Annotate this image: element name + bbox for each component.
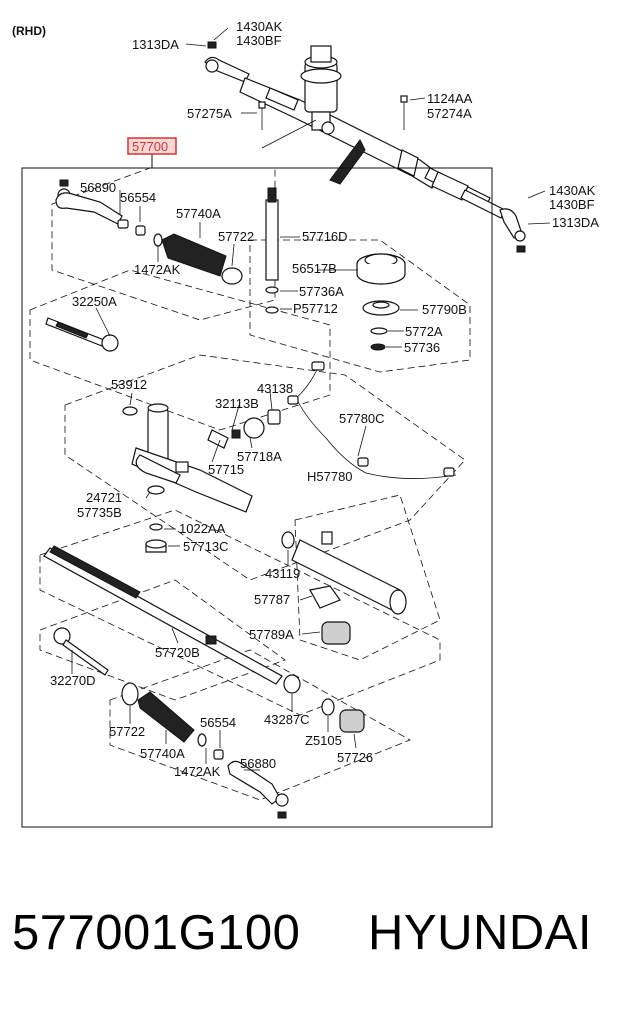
label-1472AK-top: 1472AK (134, 262, 181, 277)
label-57736A: 57736A (299, 284, 344, 299)
steering-gear-exploded-diagram: (RHD) 1430AK 1430BF 1313DA 57275A 1124AA… (12, 19, 599, 828)
label-56890: 56890 (80, 180, 116, 195)
label-57720B: 57720B (155, 645, 200, 660)
label-Z5105: Z5105 (305, 733, 342, 748)
boot-upper (153, 233, 243, 285)
label-1430AK-right: 1430AK (549, 183, 596, 198)
cylinder-tube (281, 531, 407, 645)
label-57736: 57736 (404, 340, 440, 355)
label-1313DA-right: 1313DA (552, 215, 599, 230)
label-57789A: 57789A (249, 627, 294, 642)
label-P57712: P57712 (293, 301, 338, 316)
label-32270D: 32270D (50, 673, 96, 688)
leader-lines (71, 190, 418, 771)
inner-tie-rod-upper (45, 317, 119, 352)
pinion-shaft (265, 187, 279, 314)
label-1430BF-right: 1430BF (549, 197, 595, 212)
rack-bar (43, 545, 301, 694)
label-57740A-bottom: 57740A (140, 746, 185, 761)
label-5772A: 5772A (405, 324, 443, 339)
label-56554-bottom: 56554 (200, 715, 236, 730)
label-56880: 56880 (240, 756, 276, 771)
label-57726: 57726 (337, 750, 373, 765)
label-1430BF-top: 1430BF (236, 33, 282, 48)
label-57275A: 57275A (187, 106, 232, 121)
label-57713C: 57713C (183, 539, 229, 554)
variant-label: (RHD) (12, 24, 46, 38)
gear-housing (122, 403, 281, 513)
label-1430AK-top: 1430AK (236, 19, 283, 34)
label-1472AK-bottom: 1472AK (174, 764, 221, 779)
label-57700[interactable]: 57700 (132, 139, 168, 154)
label-57716D: 57716D (302, 229, 348, 244)
label-57735B: 57735B (77, 505, 122, 520)
inner-tie-rod-lower (53, 627, 109, 676)
tie-rod-end-lower (227, 760, 289, 819)
label-32250A: 32250A (72, 294, 117, 309)
label-57790B: 57790B (422, 302, 467, 317)
label-43138: 43138 (257, 381, 293, 396)
tie-rod-end-upper (55, 179, 146, 236)
highlighted-part-box[interactable]: 57700 (127, 137, 177, 155)
brand-caption: HYUNDAI (368, 906, 593, 960)
boot-lower (121, 682, 224, 760)
label-43287C: 43287C (264, 712, 310, 727)
label-1022AA: 1022AA (179, 521, 226, 536)
label-1313DA-top: 1313DA (132, 37, 179, 52)
label-57715: 57715 (208, 462, 244, 477)
label-57780C: 57780C (339, 411, 385, 426)
label-57740A-top: 57740A (176, 206, 221, 221)
installed-assembly (185, 27, 551, 253)
label-57722-bottom: 57722 (109, 724, 145, 739)
label-43119: 43119 (265, 566, 300, 581)
hydraulic-line (287, 361, 457, 479)
label-56517B: 56517B (292, 261, 337, 276)
label-1124AA: 1124AA (427, 91, 473, 106)
bearing-set (356, 253, 406, 351)
label-24721: 24721 (86, 490, 122, 505)
label-56554-top: 56554 (120, 190, 156, 205)
label-32113B: 32113B (215, 396, 259, 411)
label-57722-top: 57722 (218, 229, 254, 244)
label-53912: 53912 (111, 377, 147, 392)
label-57718A: 57718A (237, 449, 282, 464)
part-number-caption: 577001G100 (12, 906, 301, 960)
label-H57780: H57780 (307, 469, 353, 484)
label-57274A: 57274A (427, 106, 472, 121)
label-57787: 57787 (254, 592, 290, 607)
